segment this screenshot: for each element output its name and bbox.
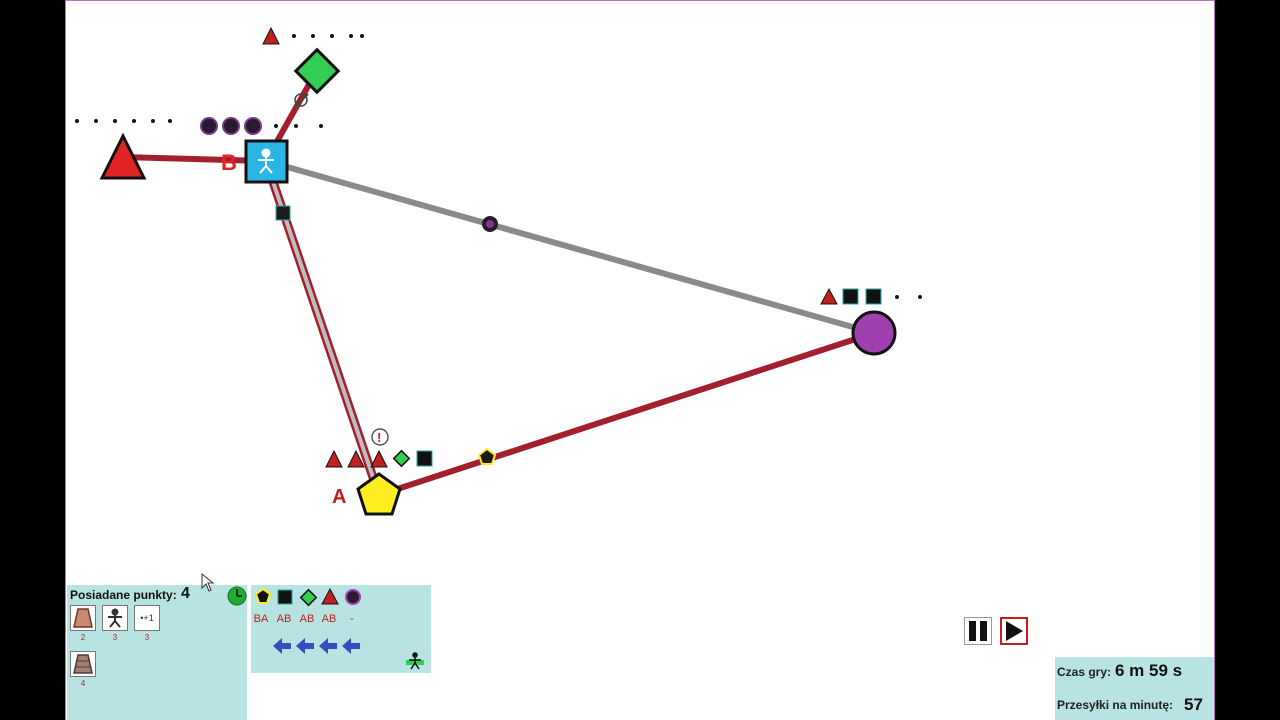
red-line-triangle-hub[interactable]: [122, 154, 267, 164]
waiting-passengers-hub: [200, 117, 323, 135]
route-label: AB: [321, 613, 337, 625]
clock-icon[interactable]: [227, 586, 247, 606]
hub-station-b[interactable]: [244, 139, 289, 184]
route-label: -: [350, 613, 354, 625]
play-button[interactable]: [1000, 617, 1028, 645]
time-label: Czas gry:: [1057, 665, 1112, 679]
shop-cost: 3: [144, 633, 150, 642]
points-value: 4: [181, 585, 190, 602]
svg-text:!: !: [377, 430, 381, 445]
rate-value: 57: [1184, 695, 1203, 714]
points-label: Posiadane punkty:: [70, 588, 177, 602]
shop-tunnel-piece[interactable]: [70, 651, 96, 677]
station-label-a: A: [332, 486, 346, 508]
green-diamond-station[interactable]: [293, 47, 341, 95]
yellow-pentagon-station-a[interactable]: [356, 472, 402, 516]
line-shape-row: [254, 587, 361, 607]
shop-capacity-plus-one[interactable]: •+1: [134, 605, 160, 631]
waiting-passengers-pentagon: [325, 449, 433, 468]
shop-cost: 2: [80, 633, 86, 642]
train-icon[interactable]: [477, 447, 497, 465]
time-value: 6 m 59 s: [1115, 661, 1183, 680]
arrow-left-icon[interactable]: [342, 638, 360, 654]
shop-cost: 4: [80, 679, 86, 688]
route-label: AB: [276, 613, 292, 625]
purple-circle-station[interactable]: [851, 310, 897, 356]
shop-track-piece[interactable]: [70, 605, 96, 631]
network-map[interactable]: B A !: [66, 0, 1215, 585]
route-label: BA: [253, 613, 269, 625]
gray-line-hub-circle[interactable]: [265, 158, 875, 336]
arrow-left-icon[interactable]: [319, 638, 337, 654]
waiting-passengers-triangle: [75, 119, 172, 123]
stats-panel: Czas gry: 6 m 59 s Przesyłki na minutę: …: [1055, 657, 1214, 720]
red-triangle-station[interactable]: [99, 132, 147, 180]
shop-hub-upgrade[interactable]: [102, 605, 128, 631]
train-icon[interactable]: [482, 216, 498, 232]
circle-icon[interactable]: [345, 589, 361, 605]
play-icon: [1006, 621, 1023, 641]
pause-button[interactable]: [964, 617, 992, 645]
red-line-a-circle[interactable]: [378, 330, 875, 498]
game-stage[interactable]: B A !: [65, 0, 1215, 720]
overcrowd-alert-icon: !: [371, 428, 389, 446]
waiting-passengers-circle: [820, 287, 922, 305]
train-icon[interactable]: [293, 93, 309, 109]
arrow-row: [273, 638, 360, 654]
hub-person-small-icon[interactable]: [405, 651, 425, 671]
track-piece-icon: [73, 608, 93, 628]
diamond-icon[interactable]: [299, 588, 318, 607]
arrow-left-icon[interactable]: [273, 638, 291, 654]
rate-label: Przesyłki na minutę:: [1057, 698, 1174, 712]
arrow-left-icon[interactable]: [296, 638, 314, 654]
capacity-plus-one-icon: •+1: [140, 613, 154, 623]
mouse-cursor-icon: [201, 573, 215, 592]
hub-person-icon: [258, 148, 274, 174]
tunnel-piece-icon: [73, 654, 93, 674]
shop-cost: 3: [112, 633, 118, 642]
lines-panel: BA AB AB AB -: [251, 585, 431, 673]
square-icon[interactable]: [277, 589, 293, 605]
waiting-passengers-diamond: [262, 26, 364, 45]
points-panel: Posiadane punkty: 4 2: [67, 585, 247, 720]
train-icon[interactable]: [275, 205, 291, 221]
route-label: AB: [299, 613, 315, 625]
hub-upgrade-icon: [105, 608, 125, 628]
triangle-icon[interactable]: [321, 587, 339, 605]
station-label-b: B: [221, 150, 237, 175]
pentagon-icon[interactable]: [254, 587, 272, 604]
pause-icon: [969, 621, 987, 641]
